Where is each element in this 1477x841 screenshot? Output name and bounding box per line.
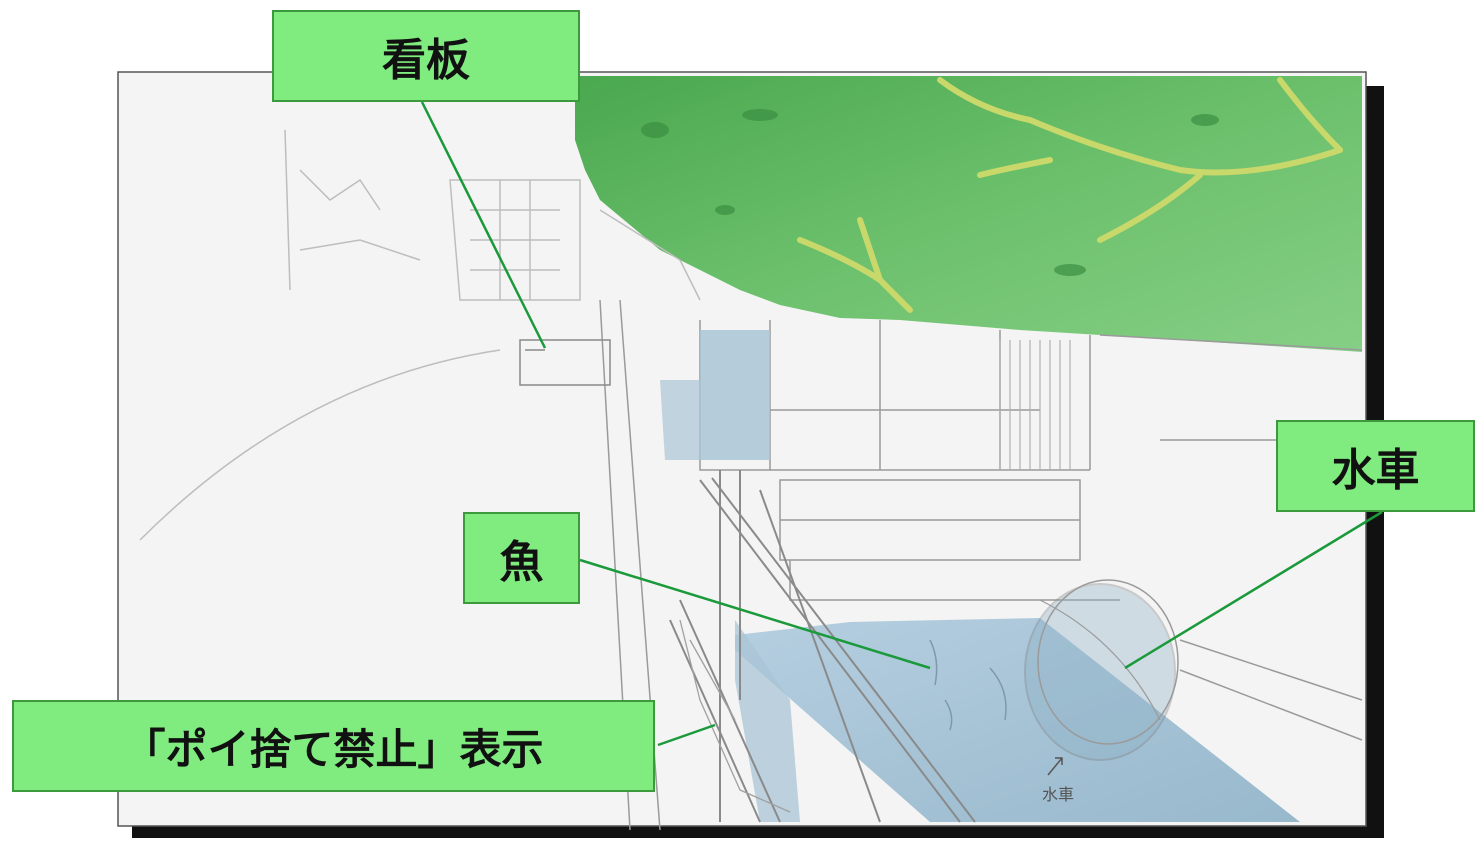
leader-line-fish (579, 558, 931, 670)
label-no-littering: 「ポイ捨て禁止」表示 (12, 700, 655, 792)
railings (669, 470, 976, 823)
leader-line-no-littering (657, 723, 716, 747)
background-sketch (139, 129, 701, 541)
leader-lines (420, 101, 1383, 747)
waterwheel-note-arrow (1047, 757, 1063, 776)
label-signboard: 看板 (272, 10, 580, 102)
label-no-littering-text: 「ポイ捨て禁止」表示 (123, 724, 544, 774)
waterwheel-note-text: 水車 (1042, 785, 1074, 804)
label-fish: 魚 (463, 512, 580, 604)
label-waterwheel: 水車 (1276, 420, 1475, 512)
leader-line-signboard (420, 101, 547, 349)
water-channel-left (735, 620, 800, 822)
label-fish-text: 魚 (499, 537, 544, 588)
upper-water (700, 330, 770, 460)
tree-branches (797, 77, 1343, 313)
upper-water-left (660, 380, 700, 460)
wall-posts (999, 340, 1071, 470)
leader-line-waterwheel (1124, 510, 1383, 670)
fish-drawing (929, 639, 1007, 731)
water-channel (735, 618, 1300, 822)
tree-foliage (575, 76, 1362, 352)
signboard-drawing (519, 339, 611, 386)
waterwheel-drawing (1024, 579, 1179, 761)
no-littering-sign-drawing (679, 619, 791, 813)
foliage-dark-spots (641, 109, 1219, 276)
label-waterwheel-text: 水車 (1331, 445, 1420, 496)
label-signboard-text: 看板 (382, 35, 470, 86)
